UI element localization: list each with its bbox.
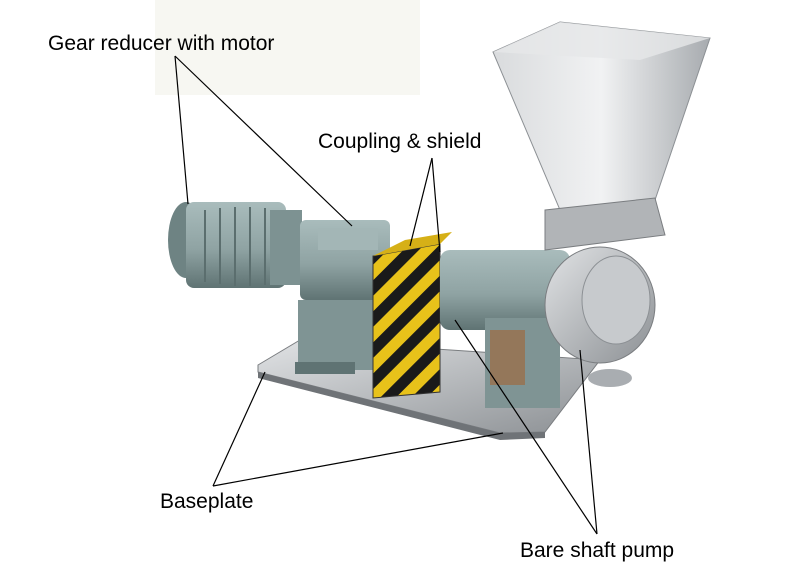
leader-base-right bbox=[212, 432, 504, 487]
leader-gear-to-reducer bbox=[174, 55, 353, 227]
leader-base-left bbox=[212, 371, 266, 487]
label-pump: Bare shaft pump bbox=[520, 539, 675, 562]
leader-gear-to-motor bbox=[174, 55, 189, 205]
label-baseplate: Baseplate bbox=[160, 490, 254, 513]
hopper bbox=[492, 21, 711, 251]
coupling-shield bbox=[372, 232, 452, 399]
motor bbox=[168, 202, 302, 288]
leader-lines bbox=[174, 55, 598, 535]
leader-coupling-left bbox=[409, 157, 433, 247]
leader-pump-to-housing bbox=[454, 319, 598, 535]
leader-coupling-right bbox=[431, 157, 441, 253]
label-coupling: Coupling & shield bbox=[318, 130, 482, 153]
gear-reducer bbox=[295, 220, 390, 374]
bare-shaft-pump bbox=[440, 246, 656, 408]
label-gear-reducer: Gear reducer with motor bbox=[48, 32, 275, 55]
leader-pump-to-head bbox=[579, 349, 598, 535]
